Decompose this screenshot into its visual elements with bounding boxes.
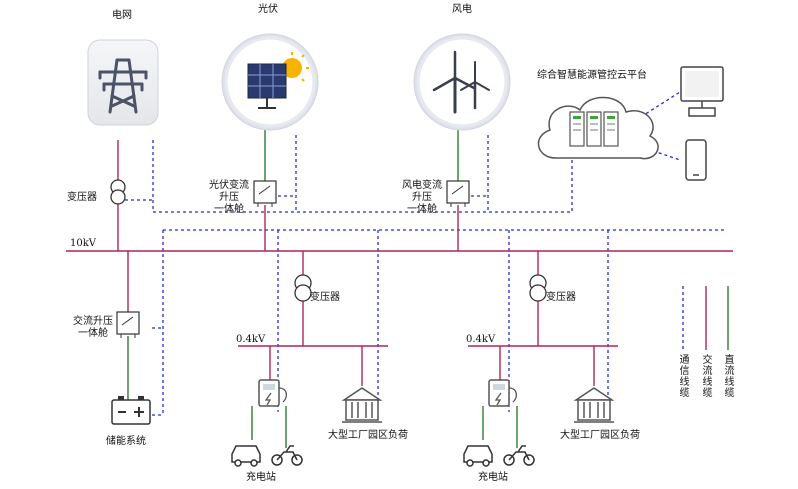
factory-icon	[341, 387, 615, 423]
grid-label: 电网	[112, 10, 132, 21]
transformer-mid-right-label: 变压器	[546, 292, 576, 303]
load-left-label: 大型工厂园区负荷	[328, 430, 408, 441]
battery-icon	[111, 396, 151, 425]
load-right-label: 大型工厂园区负荷	[560, 430, 640, 441]
lv-bus-left-label: 0.4kV	[236, 334, 266, 345]
charging-pile-icon	[258, 379, 517, 407]
charging-right-label: 充电站	[478, 472, 508, 483]
storage-inverter-label: 交流升压 一体舱	[73, 316, 113, 339]
wind-inverter-label: 风电变流 升压 一体舱	[402, 180, 442, 215]
dc-lines	[127, 128, 729, 448]
charging-left-label: 充电站	[246, 472, 276, 483]
monitor-icon	[680, 66, 724, 117]
legend-dc-label: 直流线缆	[722, 354, 733, 398]
motorcycle-icon	[271, 445, 535, 466]
wind-turbine-icon	[413, 33, 511, 131]
hv-bus-label: 10kV	[70, 238, 97, 249]
power-grid-icon	[87, 39, 159, 126]
cloud-platform-label: 综合智慧能源管控云平台	[537, 70, 647, 81]
transformer-icon	[110, 179, 547, 302]
phone-icon	[685, 139, 707, 181]
lv-bus-right-label: 0.4kV	[466, 334, 496, 345]
pv-inverter-label: 光伏变流 升压 一体舱	[209, 180, 249, 215]
transformer-top-label: 变压器	[67, 192, 97, 203]
legend-comm-label: 通信线缆	[677, 354, 688, 398]
cloud-platform-icon	[537, 96, 659, 160]
inverter-box-icon	[116, 180, 470, 338]
storage-label: 储能系统	[106, 436, 146, 447]
ac-lines	[66, 140, 733, 386]
wind-label: 风电	[452, 4, 472, 15]
car-icon	[231, 445, 493, 467]
pv-label: 光伏	[258, 4, 278, 15]
solar-panel-icon	[221, 33, 319, 131]
legend-ac-label: 交流线缆	[700, 354, 711, 398]
transformer-mid-left-label: 变压器	[310, 292, 340, 303]
